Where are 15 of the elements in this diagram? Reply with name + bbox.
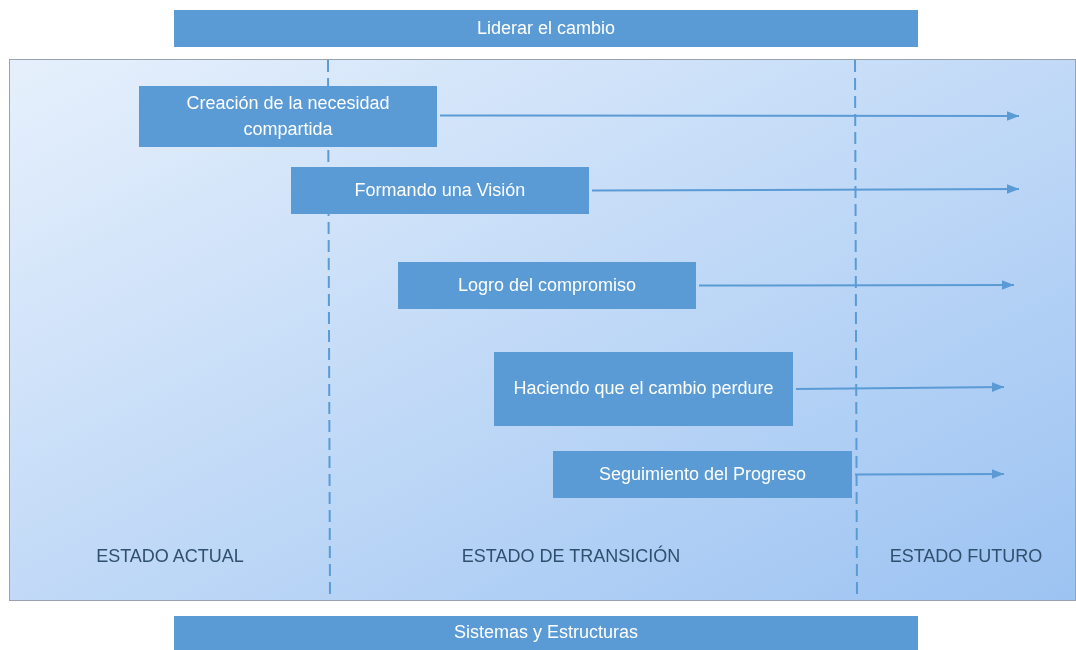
process-box: Seguimiento del Progreso	[553, 451, 852, 498]
arrow	[591, 184, 1020, 194]
state-label: ESTADO ACTUAL	[96, 546, 244, 567]
state-label: ESTADO DE TRANSICIÓN	[461, 546, 681, 567]
process-box: Logro del compromiso	[398, 262, 696, 309]
process-box: Haciendo que el cambio perdure	[494, 352, 793, 426]
arrow	[698, 280, 1015, 290]
state-label: ESTADO FUTURO	[889, 546, 1043, 567]
header-bar: Sistemas y Estructuras	[174, 616, 918, 650]
process-box: Creación de la necesidad compartida	[139, 86, 437, 147]
arrow	[439, 111, 1020, 121]
arrow	[854, 469, 1005, 479]
header-bar: Liderar el cambio	[174, 10, 918, 47]
arrow	[795, 382, 1005, 392]
process-box: Formando una Visión	[291, 167, 589, 214]
